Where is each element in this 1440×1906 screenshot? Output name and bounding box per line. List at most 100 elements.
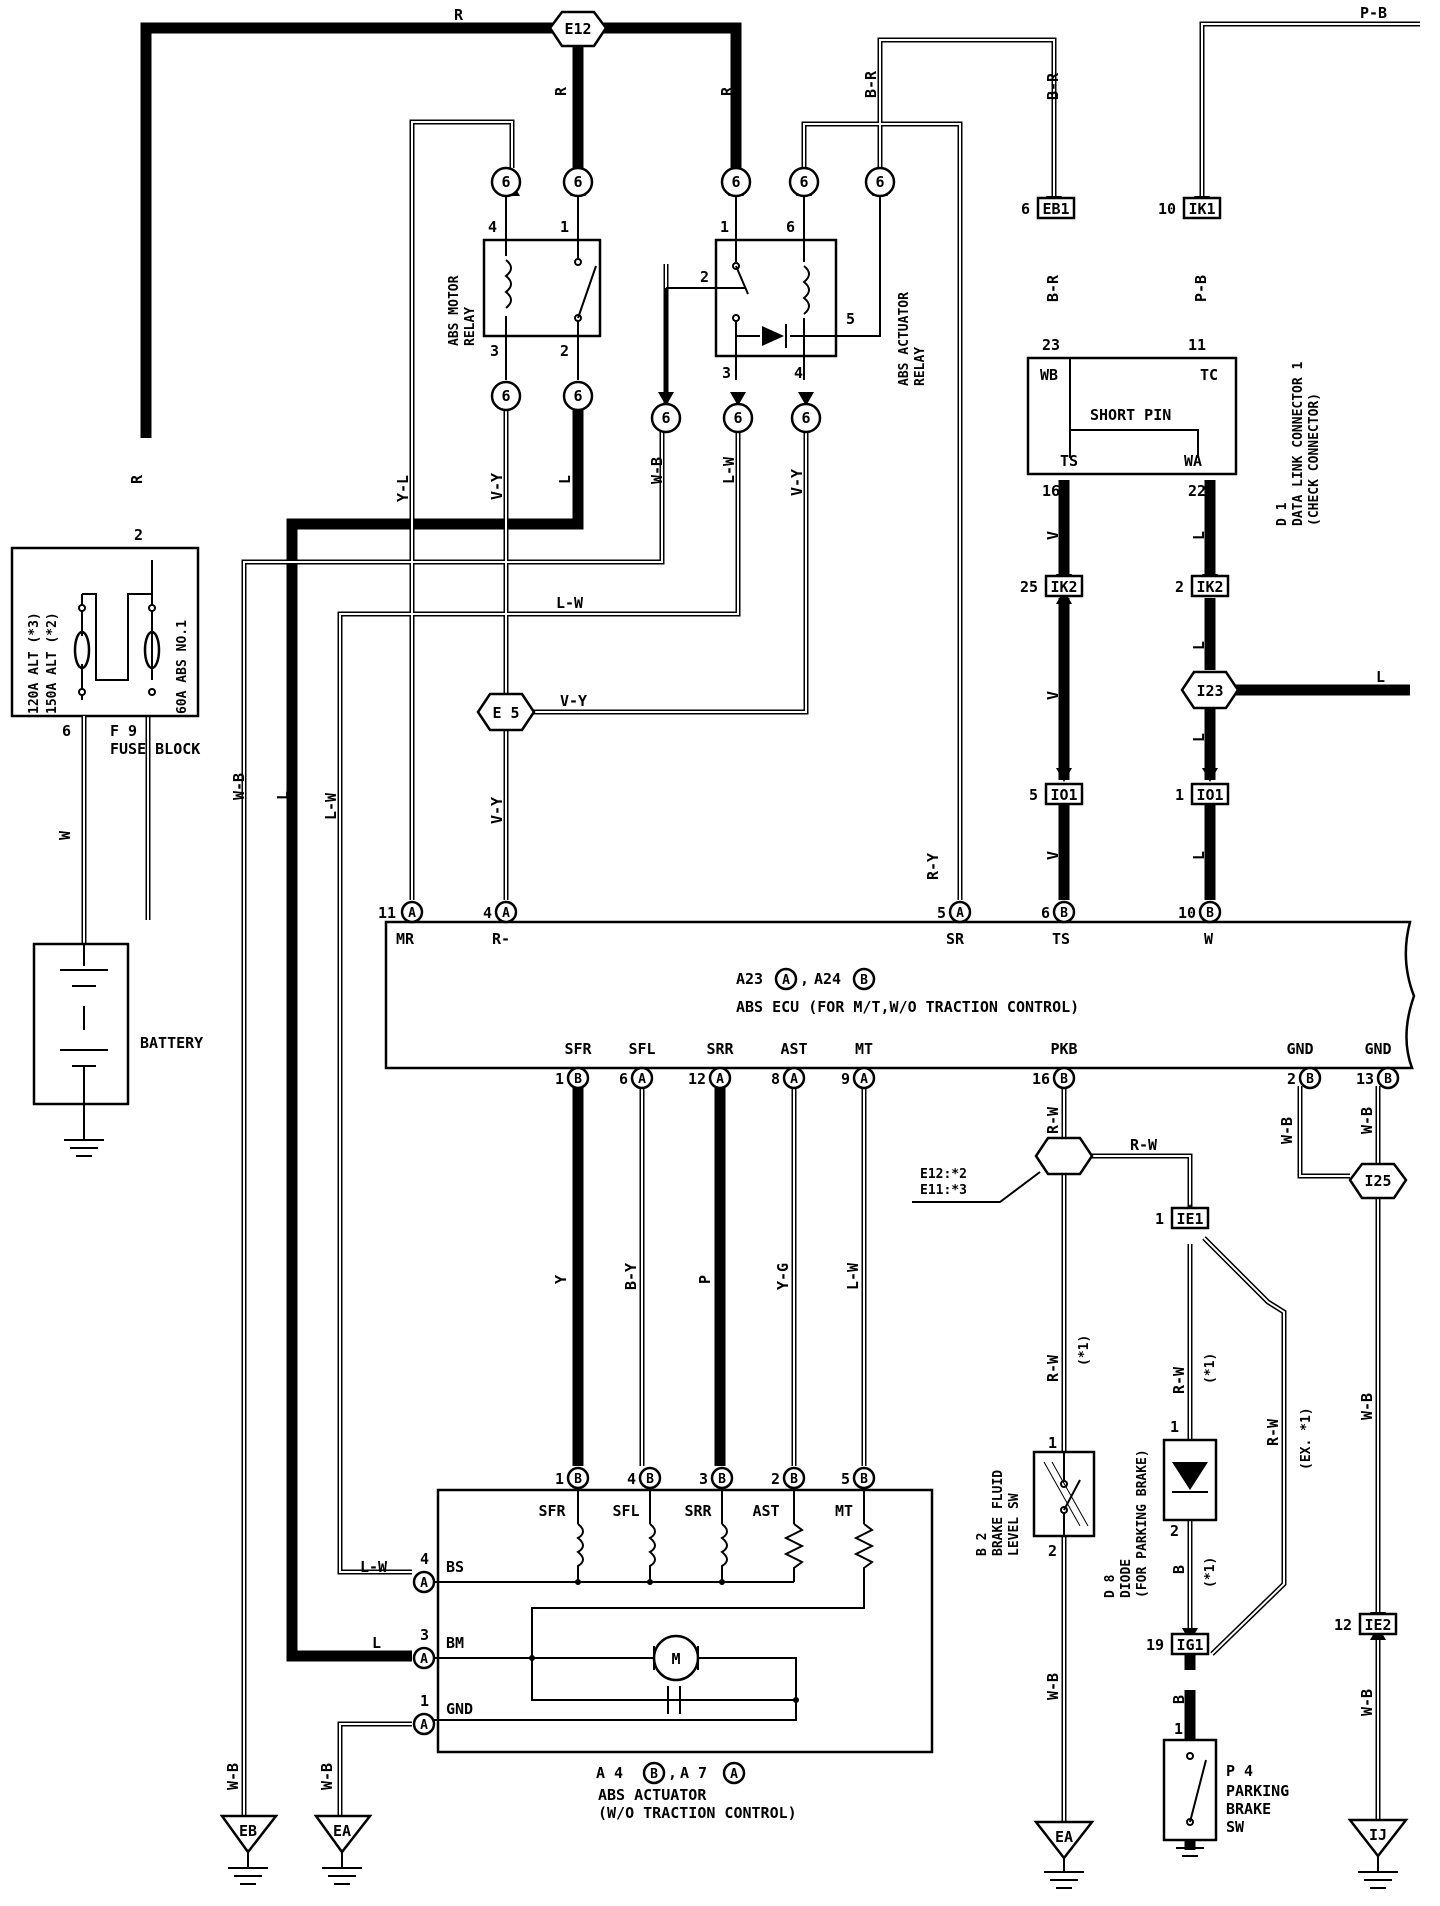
conn-io1: IO1 [1196, 786, 1223, 804]
connector-i23: I23 [1180, 670, 1240, 710]
pin-12: 12 [688, 1070, 706, 1088]
pin-ident-a: A [420, 1718, 428, 1733]
wire-label: V [1044, 531, 1062, 540]
fuse-block: 120A ALT (*3) 150A ALT (*2) 60A ABS NO.1… [10, 526, 200, 758]
wire-label: B [1170, 1565, 1188, 1574]
pin-2: 2 [1287, 1070, 1296, 1088]
ground-ea-2-label: EA [1055, 1828, 1073, 1846]
pin-4: 4 [420, 1550, 429, 1568]
wire-label: L-W [322, 792, 340, 820]
wire-label: L [1190, 641, 1208, 650]
wire-label: (*1) [1203, 1353, 1218, 1384]
pin-ident-b: B [1206, 906, 1214, 921]
ecu-ref-a-ident: A [782, 973, 790, 988]
wire-label: R-W [1044, 1106, 1062, 1134]
pin-ident-a: A [716, 1072, 724, 1087]
parking-brake-switch: 1 P 4 PARKING BRAKE SW [1162, 1720, 1289, 1857]
wire-label: B-R [1044, 274, 1062, 302]
pin-4: 4 [627, 1470, 636, 1488]
parking-name-2: BRAKE [1226, 1800, 1271, 1818]
act-ref-a: A 4 [596, 1764, 623, 1782]
wire-label: Y [552, 1275, 570, 1284]
pin-ident-b: B [646, 1472, 654, 1487]
pin-6: 6 [619, 1070, 628, 1088]
pin-3: 3 [490, 342, 499, 360]
pin-3: 3 [722, 364, 731, 382]
pin-3: 3 [420, 1626, 429, 1644]
dlc-wb: WB [1040, 366, 1058, 384]
wire-label: W-B [1044, 1673, 1062, 1700]
conn-6: 6 [801, 409, 810, 427]
ground-ij-label: IJ [1369, 1826, 1387, 1844]
wire-label: L-W [360, 1558, 388, 1576]
pin-ident-b: B [574, 1072, 582, 1087]
connector-i25: I25 [1348, 1162, 1408, 1200]
pin-8: 8 [771, 1070, 780, 1088]
ecu-ref-b-ident: B [860, 973, 868, 988]
dlc-tc: TC [1200, 366, 1218, 384]
pin-4: 4 [488, 218, 497, 236]
battery-label: BATTERY [140, 1034, 203, 1052]
pin-6: 6 [786, 218, 795, 236]
act-ref-b-ident: A [730, 1767, 738, 1782]
wire-label: V-Y [488, 473, 506, 500]
pin-10: 10 [1158, 200, 1176, 218]
pin-2: 2 [1170, 1522, 1179, 1540]
wire-label: Y-L [394, 475, 412, 502]
pin-2: 2 [1048, 1542, 1057, 1560]
ecu-sr: SR [946, 930, 965, 948]
conn-6: 6 [573, 173, 582, 191]
conn-ie1: IE1 [1176, 1210, 1203, 1228]
wire-label: W-B [1358, 1107, 1376, 1134]
conn-6: 6 [799, 173, 808, 191]
abs-actuator-relay: 1 6 2 5 3 4 ABS ACTUATOR RELAY [665, 196, 928, 404]
dlc-name-2: (CHECK CONNECTOR) [1307, 393, 1322, 526]
wire-label: V-Y [488, 797, 506, 824]
pin-4: 4 [483, 904, 492, 922]
pin-2: 2 [1175, 578, 1184, 596]
ecu-w: W [1204, 930, 1214, 948]
brake-fluid-name-2: LEVEL SW [1007, 1493, 1022, 1556]
pin-ident-b: B [1060, 1072, 1068, 1087]
diode-name-1: DIODE [1119, 1559, 1134, 1598]
junction-note-1: E12:*2 [920, 1167, 967, 1182]
wire-label: V [1044, 691, 1062, 700]
ecu-sfl: SFL [628, 1040, 655, 1058]
act-bs: BS [446, 1558, 464, 1576]
junction-note-2: E11:*3 [920, 1183, 967, 1198]
pin-6: 6 [1041, 904, 1050, 922]
motor-relay-label-2: RELAY [463, 307, 478, 346]
diode-parking-brake: 1 2 D 8 DIODE (FOR PARKING BRAKE) [1103, 1418, 1218, 1598]
wire-label: L [1190, 733, 1208, 742]
pin-ident-b: B [1306, 1072, 1314, 1087]
pin-ident-b: B [718, 1472, 726, 1487]
motor-relay-label-1: ABS MOTOR [447, 275, 462, 346]
pin-5: 5 [846, 310, 855, 328]
conn-ik2: IK2 [1196, 578, 1223, 596]
dlc-code: D 1 [1275, 502, 1290, 526]
pin-ident-a: A [638, 1072, 646, 1087]
wire-label: V-Y [788, 469, 806, 496]
wire-label: B-R [862, 70, 880, 98]
wire-label: L [274, 791, 292, 800]
pin-22: 22 [1188, 482, 1206, 500]
pin-1: 1 [1048, 1434, 1057, 1452]
pin-1: 1 [555, 1470, 564, 1488]
pin-1: 1 [1174, 1720, 1183, 1738]
wire-label: R-W [1264, 1418, 1282, 1446]
wire-label: W-B [318, 1763, 336, 1790]
wire-label: B [1170, 1695, 1188, 1704]
fuse2-label: 60A ABS NO.1 [175, 620, 190, 714]
pin-2: 2 [700, 268, 709, 286]
wire-label: R [454, 6, 464, 24]
conn-ik1: IK1 [1188, 200, 1215, 218]
pin-6: 6 [1021, 200, 1030, 218]
wire-label: W-B [648, 457, 666, 484]
ecu-ast: AST [780, 1040, 807, 1058]
pin-ident-b: B [1060, 906, 1068, 921]
wire-label: P-B [1360, 4, 1387, 22]
brake-fluid-name-1: BRAKE FLUID [991, 1470, 1006, 1556]
pin-ident-a: A [956, 906, 964, 921]
pin-11: 11 [1188, 336, 1206, 354]
dlc-ts: TS [1060, 452, 1078, 470]
